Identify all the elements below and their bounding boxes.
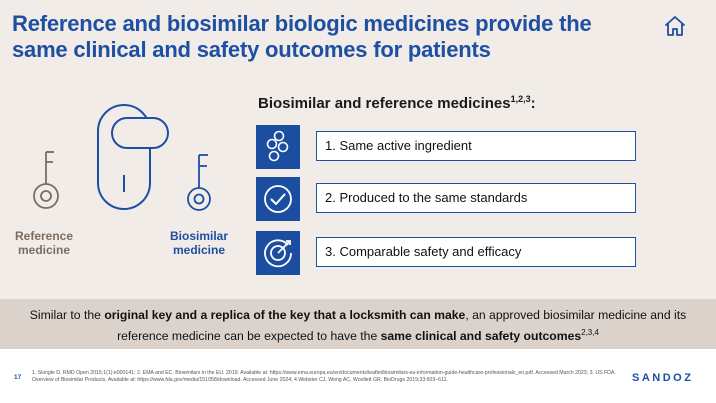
biosimilar-medicine-label: Biosimilar medicine bbox=[169, 229, 229, 257]
page-number: 17 bbox=[14, 374, 22, 381]
feature-box: 2. Produced to the same standards bbox=[316, 183, 636, 213]
target-icon bbox=[256, 231, 300, 275]
summary-band: Similar to the original key and a replic… bbox=[0, 299, 716, 349]
summary-text: Similar to the original key and a replic… bbox=[29, 308, 687, 344]
feature-box: 1. Same active ingredient bbox=[316, 131, 636, 161]
lock-icon bbox=[97, 104, 169, 210]
brand-logo: SANDOZ bbox=[632, 372, 694, 384]
keys-illustration bbox=[33, 104, 211, 211]
feature-label: 2. Produced to the same standards bbox=[325, 190, 528, 205]
feature-box: 3. Comparable safety and efficacy bbox=[316, 237, 636, 267]
page-title: Reference and biosimilar biologic medici… bbox=[12, 11, 592, 62]
reference-key-icon bbox=[33, 151, 59, 209]
footer: 17 1. Skingle D. RMD Open 2015;1(1):e000… bbox=[0, 349, 716, 403]
feature-label: 1. Same active ingredient bbox=[325, 138, 472, 153]
references: 1. Skingle D. RMD Open 2015;1(1):e000141… bbox=[32, 370, 616, 383]
checkmark-icon bbox=[256, 177, 300, 221]
features-heading: Biosimilar and reference medicines1,2,3: bbox=[258, 94, 536, 112]
molecule-icon bbox=[256, 125, 300, 169]
reference-medicine-label: Reference medicine bbox=[14, 229, 74, 257]
feature-label: 3. Comparable safety and efficacy bbox=[325, 244, 522, 259]
home-icon[interactable] bbox=[663, 14, 687, 38]
biosimilar-key-icon bbox=[187, 154, 211, 211]
